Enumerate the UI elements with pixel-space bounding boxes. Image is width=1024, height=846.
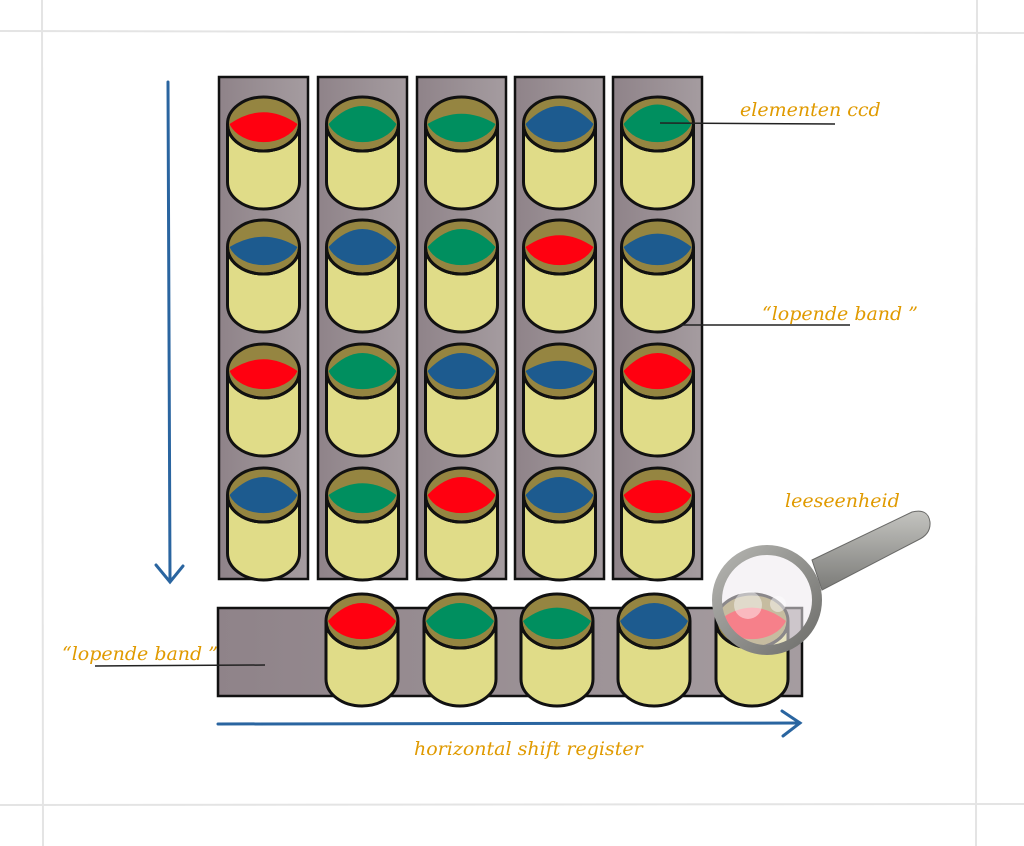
charge-red [229,112,298,143]
ccd-element [522,218,597,334]
charge-green [523,607,591,640]
ccd-element [620,466,695,582]
column-3 [415,75,508,582]
column-5 [611,75,704,582]
charge-blue [623,233,692,266]
charge-blue [328,229,397,266]
horizontal-shift-arrow [216,709,803,738]
charge-red [229,359,298,390]
ccd-element [325,466,400,582]
ccd-element [522,95,597,211]
charge-green [328,483,397,514]
charge-blue [427,353,496,390]
ccd-element [325,95,400,211]
charge-blue [525,360,594,390]
register-element [519,592,595,708]
magnifier-icon [712,510,931,655]
column-2 [316,75,409,582]
ccd-element [226,95,301,211]
charge-blue [620,603,688,640]
label-lopende-band-vertical: “lopende band ” [762,303,918,325]
ccd-element [226,342,301,458]
charge-blue [525,106,594,143]
column-4 [513,75,606,582]
ccd-element [424,95,499,211]
charge-red [623,480,692,514]
ccd-element [424,342,499,458]
label-elementen-ccd: elementen ccd [740,99,881,121]
charge-red [427,477,496,514]
ccd-columns [217,75,704,582]
charge-green [328,353,397,390]
charge-blue [229,236,298,266]
register-element [324,592,400,708]
charge-green [427,113,496,143]
label-horizontal-shift-register: horizontal shift register [414,738,645,760]
label-lopende-band-horizontal: “lopende band ” [62,643,218,665]
leader-lines [94,122,850,667]
charge-red [525,235,594,266]
charge-blue [525,477,594,514]
label-leeseenheid: leeseenheid [785,490,900,512]
ccd-element [522,342,597,458]
ccd-element [325,218,400,334]
ccd-element [226,466,301,582]
vertical-shift-arrow [154,80,185,585]
ccd-element [620,95,695,211]
ccd-element [325,342,400,458]
charge-green [623,104,692,143]
ccd-element [424,218,499,334]
charge-green [427,229,496,266]
charge-green [328,106,397,143]
charge-green [426,603,494,640]
charge-red [623,353,692,390]
register-element [422,592,498,708]
horizontal-band [216,606,804,698]
ccd-element [620,342,695,458]
charge-blue [229,477,298,514]
column-1 [217,75,310,582]
register-element [616,592,692,708]
ccd-element [522,466,597,582]
ccd-element [620,218,695,334]
ccd-element [424,466,499,582]
charge-red [328,603,396,640]
ccd-element [226,218,301,334]
